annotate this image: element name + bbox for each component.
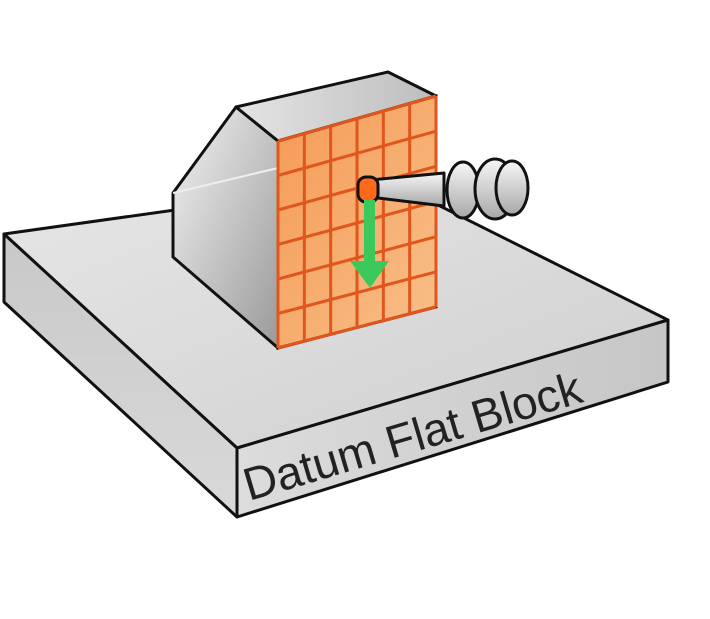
wedge-highlight-line [172,167,279,194]
arrow-head [350,261,389,288]
grid-line-horizontal [277,94,437,143]
probe-tip [356,175,380,204]
grid-line-horizontal [277,270,437,315]
down-arrow-icon [350,200,389,288]
grid-line-horizontal [277,129,437,177]
block-front-face [235,318,670,519]
arrow-shaft [364,200,375,264]
grid-line-horizontal [277,235,437,281]
measurement-grid-face [276,94,438,350]
grid-line-horizontal [277,305,437,350]
grid-line-horizontal [277,200,437,246]
dial-indicator-probe-icon [356,157,530,221]
probe-cap [494,159,530,217]
